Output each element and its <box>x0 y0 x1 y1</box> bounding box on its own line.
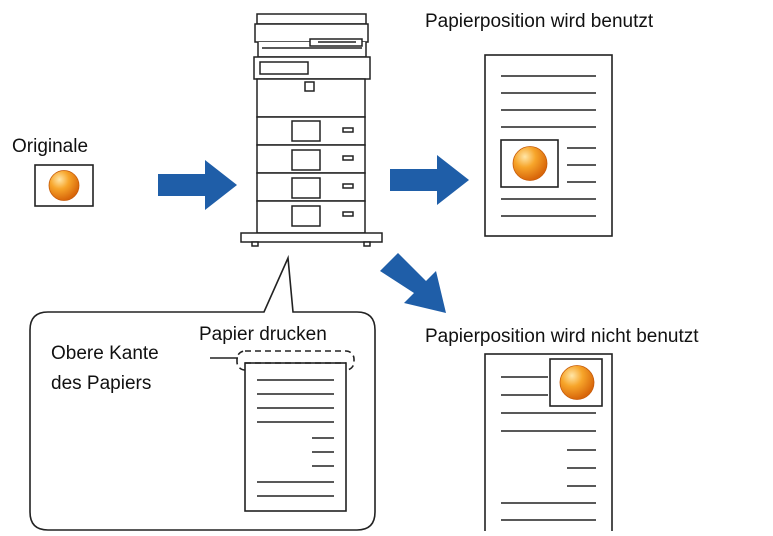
arrow-down-right-icon <box>380 253 446 313</box>
arrow-right-icon <box>390 155 469 205</box>
output-page-position-not-used <box>484 353 613 536</box>
print-paper-label: Papier drucken <box>199 324 327 345</box>
arrow-right-icon <box>158 160 237 210</box>
top-edge-label-line2: des Papiers <box>51 373 151 394</box>
output-page-position-used <box>484 54 613 237</box>
position-used-label: Papierposition wird benutzt <box>425 11 654 32</box>
originals-label: Originale <box>12 136 88 157</box>
top-edge-highlight <box>236 350 355 371</box>
multifunction-printer-icon <box>240 13 383 247</box>
position-not-used-label: Papierposition wird nicht benutzt <box>425 326 699 347</box>
top-edge-label-line1: Obere Kante <box>51 343 159 364</box>
printed-paper-page <box>244 362 347 512</box>
original-document-icon <box>34 164 94 207</box>
